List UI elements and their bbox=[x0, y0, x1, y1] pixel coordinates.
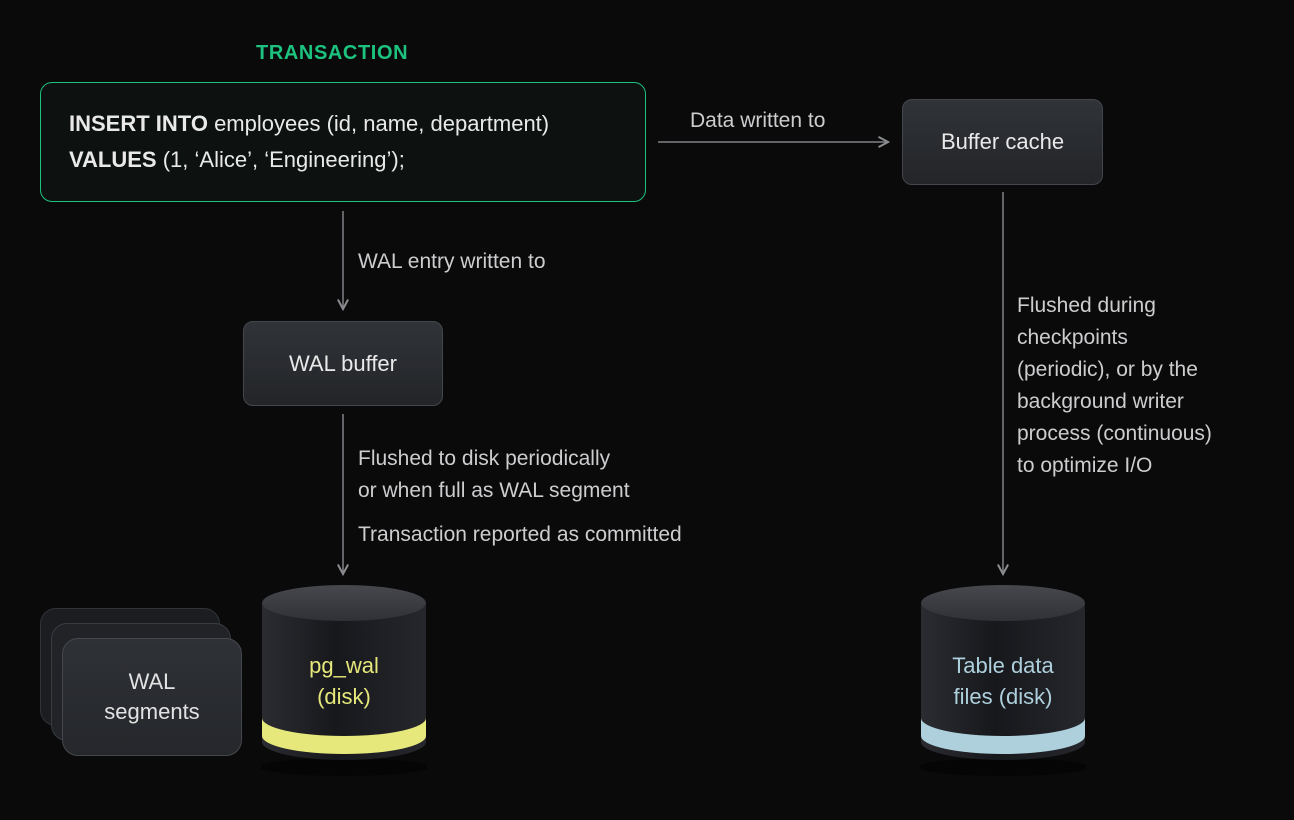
table-data-cylinder: Table data files (disk) bbox=[920, 584, 1086, 778]
diagram-title: TRANSACTION bbox=[256, 42, 409, 64]
pg-wal-cylinder: pg_wal (disk) bbox=[261, 584, 427, 778]
pg-wal-cylinder-shape bbox=[261, 585, 427, 776]
sql-line-1-rest: employees (id, name, department) bbox=[207, 111, 550, 136]
wal-segment-card-front: WAL segments bbox=[62, 638, 242, 756]
edge-label-flushed-wal: Flushed to disk periodically or when ful… bbox=[358, 447, 630, 502]
wal-buffer-label: WAL buffer bbox=[288, 350, 397, 376]
transaction-sql-box: INSERT INTO employees (id, name, departm… bbox=[40, 82, 646, 202]
buffer-cache-label: Buffer cache bbox=[940, 129, 1065, 154]
edge-label-flushed-checkpoints: Flushed during checkpoints (periodic), o… bbox=[1017, 294, 1212, 477]
sql-keyword-insert-into: INSERT INTO bbox=[69, 111, 208, 136]
sql-keyword-values: VALUES bbox=[69, 147, 157, 172]
edge-label-wal-entry-written-to: WAL entry written to bbox=[358, 250, 546, 273]
sql-line-1: INSERT INTO employees (id, name, departm… bbox=[69, 106, 617, 142]
table-data-cylinder-shape bbox=[920, 585, 1086, 776]
wal-segments-stack: WAL segments bbox=[40, 608, 242, 756]
edge-label-transaction-committed: Transaction reported as committed bbox=[358, 523, 682, 546]
pg-wal-label: pg_wal (disk) bbox=[309, 653, 379, 709]
sql-line-2-rest: (1, ‘Alice’, ‘Engineering’); bbox=[156, 147, 405, 172]
wal-segments-label: WAL segments bbox=[104, 669, 200, 724]
table-data-files-label: Table data files (disk) bbox=[952, 653, 1054, 709]
edge-label-data-written-to: Data written to bbox=[690, 109, 826, 132]
wal-buffer-node: WAL buffer bbox=[243, 321, 443, 406]
sql-line-2: VALUES (1, ‘Alice’, ‘Engineering’); bbox=[69, 142, 617, 178]
buffer-cache-node: Buffer cache bbox=[902, 99, 1103, 185]
